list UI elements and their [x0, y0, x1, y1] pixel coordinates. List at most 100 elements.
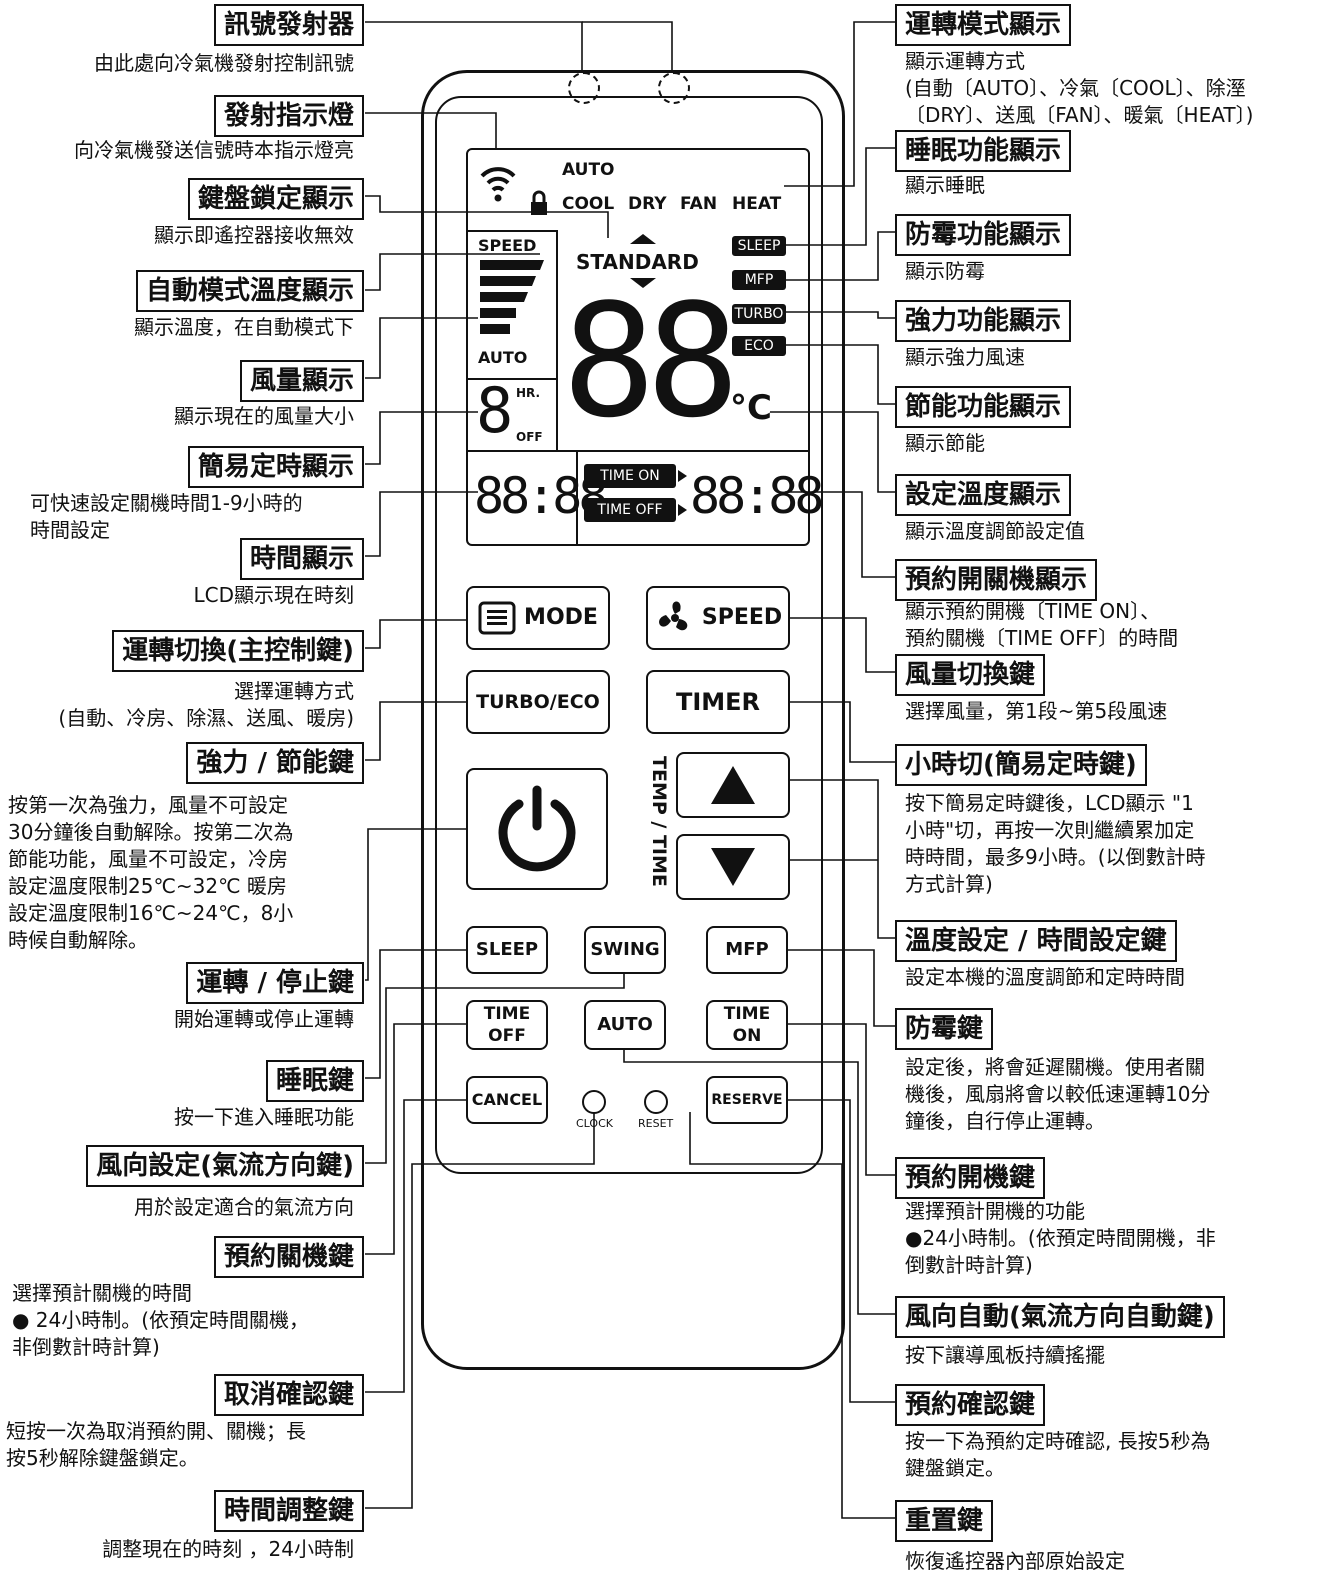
lcd-hour-digit: 8 [476, 374, 514, 447]
lock-icon [531, 190, 547, 215]
lcd-display: AUTO COOL DRY FAN HEAT SPEED AUTO 8 HR. … [466, 148, 825, 546]
desc-key-lock: 顯示即遙控器接收無效 [154, 223, 354, 247]
desc-cancel-key: 短按一次為取消預約開、關機；長 按5秒解除鍵盤鎖定。 [6, 1419, 306, 1470]
callout-power-key: 運轉 / 停止鍵 [186, 962, 364, 1004]
speed-bars-icon [480, 260, 544, 334]
clock-label: CLOCK [576, 1117, 613, 1130]
callout-speed-key: 風量切換鍵 [895, 654, 1046, 696]
callout-mfp-display: 防霉功能顯示 [895, 214, 1072, 256]
desc-turbo-display: 顯示強力風速 [905, 345, 1025, 369]
callout-time-on-key: 預約開機鍵 [895, 1157, 1046, 1199]
lcd-divider-v [576, 452, 578, 544]
callout-swing-key: 風向設定(氣流方向鍵) [86, 1145, 364, 1187]
desc-reserve-key: 按一下為預約定時確認, 長按5秒為 鍵盤鎖定。 [905, 1429, 1211, 1480]
desc-eco-display: 顯示節能 [905, 431, 985, 455]
lcd-dry: DRY [628, 194, 667, 214]
power-button[interactable] [466, 768, 608, 890]
callout-turbo-eco-key: 強力 / 節能鍵 [186, 742, 364, 784]
timer-arrows-icon [678, 470, 687, 516]
turbo-eco-button[interactable]: TURBO/ECO [466, 670, 610, 734]
desc-mfp-key: 設定後，將會延遲關機。使用者關 機後，風扇將會以較低速運轉10分 鐘後，自行停止… [905, 1055, 1211, 1133]
callout-auto-swing-key: 風向自動(氣流方向自動鍵) [895, 1296, 1225, 1338]
callout-key-lock: 鍵盤鎖定顯示 [187, 178, 364, 220]
reset-button[interactable] [644, 1090, 668, 1114]
lcd-unit: °C [730, 388, 772, 428]
lcd-divider [468, 450, 808, 452]
timer-button[interactable]: TIMER [646, 670, 790, 734]
desc-sleep-display: 顯示睡眠 [905, 173, 985, 197]
callout-emit-indicator: 發射指示燈 [213, 95, 364, 137]
desc-hour-timer-key: 按下簡易定時鍵後，LCD顯示 "1 小時"切，再按一次則繼續累加定 時時間，最多… [905, 791, 1206, 896]
callout-mode-key: 運轉切換(主控制鍵) [112, 630, 364, 672]
ir-emitter-left [568, 72, 600, 104]
sleep-button[interactable]: SLEEP [466, 926, 548, 974]
remote-body [421, 70, 845, 1370]
callout-temp-time-key: 溫度設定 / 時間設定鍵 [895, 920, 1177, 962]
remote-face [435, 96, 823, 1174]
callout-reserve-key: 預約確認鍵 [895, 1384, 1046, 1426]
desc-mfp-display: 顯示防霉 [905, 259, 985, 283]
time-off-button[interactable]: TIME OFF [466, 1000, 548, 1050]
desc-set-temp: 顯示溫度調節設定值 [905, 519, 1085, 543]
lcd-turbo-tag: TURBO [732, 304, 786, 324]
clock-button[interactable] [582, 1090, 606, 1114]
desc-time-off-key: 選擇預計關機的時間 ● 24小時制。(依預定時間關機， 非倒數計時計算) [12, 1281, 310, 1359]
desc-reset-key: 恢復遙控器內部原始設定 [905, 1549, 1125, 1573]
reset-label: RESET [638, 1117, 674, 1130]
lcd-speed-auto: AUTO [478, 348, 528, 367]
lcd-time-on-tag: TIME ON [584, 464, 676, 488]
callout-hour-timer-key: 小時切(簡易定時鍵) [895, 744, 1147, 786]
desc-mode-display: 顯示運轉方式 (自動〔AUTO〕、冷氣〔COOL〕、除溼 〔DRY〕、送風〔FA… [905, 49, 1254, 127]
reserve-button[interactable]: RESERVE [706, 1076, 788, 1124]
desc-sleep-key: 按一下進入睡眠功能 [174, 1105, 354, 1129]
menu-icon [478, 601, 516, 635]
callout-mode-display: 運轉模式顯示 [895, 4, 1072, 46]
lcd-eco-tag: ECO [732, 336, 786, 356]
lcd-hr: HR. [516, 386, 541, 400]
desc-time-on-key: 選擇預計開機的功能 ●24小時制。(依預定時間開機，非 倒數計時計算) [905, 1199, 1216, 1277]
power-icon [498, 785, 576, 872]
callout-reset-key: 重置鍵 [895, 1500, 994, 1542]
lcd-timer-clock: 88:88 [690, 467, 825, 525]
lcd-cool: COOL [562, 194, 615, 214]
fan-icon [658, 601, 688, 631]
wifi-icon [480, 167, 516, 202]
lcd-mfp-tag: MFP [732, 270, 786, 290]
desc-auto-swing-key: 按下讓導風板持續搖擺 [905, 1343, 1105, 1367]
down-arrow-icon [711, 848, 755, 886]
up-button[interactable] [676, 752, 790, 818]
callout-eco-display: 節能功能顯示 [895, 386, 1072, 428]
callout-quick-timer: 簡易定時顯示 [187, 446, 364, 488]
lcd-speed: SPEED [478, 236, 537, 255]
mode-button[interactable]: MODE [466, 586, 610, 650]
temp-time-label: TEMP / TIME [648, 756, 670, 887]
mfp-button[interactable]: MFP [706, 926, 788, 974]
cancel-button[interactable]: CANCEL [466, 1076, 548, 1124]
callout-time-display: 時間顯示 [239, 538, 364, 580]
callout-fan-level: 風量顯示 [239, 360, 364, 402]
down-button[interactable] [676, 834, 790, 900]
lcd-temperature: 88 [562, 270, 740, 452]
desc-signal-emitter: 由此處向冷氣機發射控制訊號 [94, 51, 354, 75]
callout-turbo-display: 強力功能顯示 [895, 300, 1072, 342]
desc-clock-key: 調整現在的時刻 ，24小時制 [102, 1537, 354, 1561]
desc-temp-time-key: 設定本機的溫度調節和定時時間 [905, 965, 1185, 989]
desc-auto-temp: 顯示溫度，在自動模式下 [134, 315, 354, 339]
time-on-button[interactable]: TIME ON [706, 1000, 788, 1050]
lcd-fan: FAN [680, 194, 718, 214]
callout-time-off-key: 預約關機鍵 [213, 1236, 364, 1278]
ir-emitter-right [658, 72, 690, 104]
desc-reserve-display: 顯示預約開機〔TIME ON〕、 預約關機〔TIME OFF〕的時間 [905, 599, 1179, 650]
desc-turbo-eco-key: 按第一次為強力，風量不可設定 30分鐘後自動解除。按第二次為 節能功能，風量不可… [8, 793, 294, 952]
speed-label: SPEED [701, 605, 783, 630]
callout-reserve-display: 預約開關機顯示 [895, 559, 1098, 601]
desc-fan-level: 顯示現在的風量大小 [174, 404, 354, 428]
up-arrow-icon [711, 766, 755, 804]
swing-button[interactable]: SWING [584, 926, 666, 974]
desc-time-display: LCD顯示現在時刻 [193, 583, 354, 607]
auto-button[interactable]: AUTO [584, 1000, 666, 1050]
desc-mode-key: 選擇運轉方式 (自動、冷房、除濕、送風、暖房) [58, 679, 354, 730]
desc-power-key: 開始運轉或停止運轉 [174, 1007, 354, 1031]
speed-button[interactable]: SPEED [646, 586, 790, 650]
